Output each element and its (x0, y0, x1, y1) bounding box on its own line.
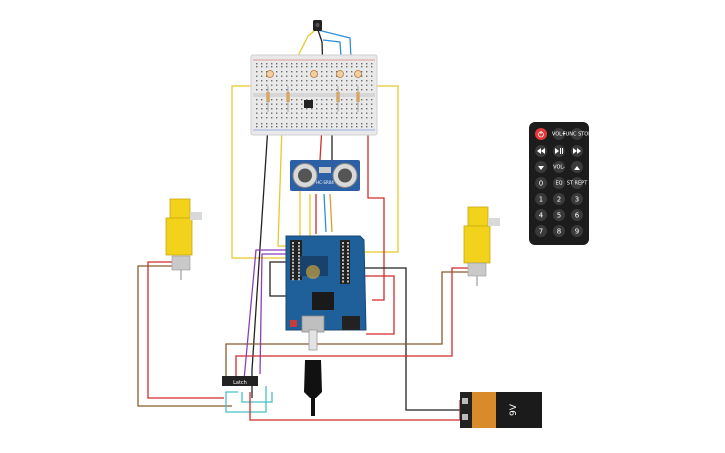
wire-red-bb2[interactable] (367, 126, 385, 301)
battery-label: 9V (509, 403, 519, 416)
resistor (266, 86, 270, 112)
up-icon (574, 166, 580, 170)
digit-3-button-label: 3 (575, 196, 579, 204)
digit-0-button[interactable]: 0 (535, 177, 547, 189)
wire-brown-lmotor[interactable] (137, 265, 232, 407)
digit-2-button-label: 2 (557, 196, 561, 204)
left-motor[interactable] (165, 198, 202, 280)
digit-1-button-label: 1 (539, 196, 543, 204)
digit-6-button-label: 6 (575, 212, 580, 220)
arduino-uno[interactable] (285, 235, 367, 333)
digit-0-button-label: 0 (539, 180, 543, 188)
func-stop-button-label: FUNC STOP (563, 132, 592, 138)
latch-switch[interactable]: Latch (222, 376, 258, 386)
digit-9-button[interactable]: 9 (571, 225, 583, 237)
led (336, 70, 344, 78)
breadboard[interactable] (250, 54, 378, 136)
resistor (336, 86, 340, 112)
usb-cable[interactable] (304, 329, 322, 416)
digit-2-button[interactable]: 2 (553, 193, 565, 205)
vol-up-button-label: VOL+ (552, 132, 566, 138)
breadboard-holes (256, 63, 373, 128)
ir-receiver[interactable] (313, 20, 322, 31)
arduino-pin-header-right (342, 242, 349, 283)
power-button[interactable] (535, 128, 547, 140)
forward-icon (573, 148, 581, 154)
wire-red-batt[interactable] (356, 275, 395, 335)
eq-button[interactable]: EQ (553, 177, 565, 189)
down-button[interactable] (535, 161, 547, 173)
resistor (286, 86, 290, 112)
up-button[interactable] (571, 161, 583, 173)
resistors (266, 70, 362, 112)
digit-5-button[interactable]: 5 (553, 209, 565, 221)
st-rept-button-label: ST REPT (567, 181, 588, 187)
wire-black-bb[interactable] (251, 125, 269, 398)
st-rept-button[interactable]: ST REPT (567, 177, 588, 189)
led (354, 70, 362, 78)
battery-9v[interactable]: 9V (460, 392, 542, 428)
vol-down-button-label: VOL- (553, 165, 565, 171)
wire-purple-1[interactable] (243, 249, 296, 381)
wire-cyan-1[interactable] (225, 386, 267, 413)
digit-6-button[interactable]: 6 (571, 209, 583, 221)
wire-blue-s[interactable] (323, 193, 327, 233)
wire-purple-2[interactable] (259, 253, 296, 375)
led (310, 70, 318, 78)
arduino-pin-header-left (292, 242, 300, 281)
digit-8-button[interactable]: 8 (553, 225, 565, 237)
digit-9-button-label: 9 (575, 228, 579, 236)
switch-label: Latch (233, 380, 247, 386)
vol-up-button[interactable]: VOL+ (552, 128, 566, 140)
digit-4-button[interactable]: 4 (535, 209, 547, 221)
digit-4-button-label: 4 (539, 212, 544, 220)
ic-chip (304, 100, 313, 108)
digit-8-button-label: 8 (557, 228, 561, 236)
led (266, 70, 274, 78)
wire-red-rmotor[interactable] (235, 267, 470, 384)
digit-7-button[interactable]: 7 (535, 225, 547, 237)
rewind-icon (537, 148, 545, 154)
rewind-button[interactable] (535, 145, 547, 157)
digit-7-button-label: 7 (539, 228, 543, 236)
resistor (356, 86, 360, 112)
ultrasonic-sensor[interactable]: HC-SR04 (290, 160, 360, 191)
wire-brown-rmotor[interactable] (225, 271, 470, 384)
vol-down-button[interactable]: VOL- (553, 161, 565, 173)
func-stop-button[interactable]: FUNC STOP (563, 128, 592, 140)
play-pause-icon (555, 148, 563, 154)
wire-black-batt[interactable] (356, 267, 460, 411)
digit-5-button-label: 5 (557, 212, 561, 220)
play-pause-button[interactable] (553, 145, 565, 157)
wire-black-sw[interactable] (269, 261, 296, 297)
wire-yellow-right[interactable] (360, 85, 399, 253)
forward-button[interactable] (571, 145, 583, 157)
wires (137, 27, 470, 421)
wire-cyan-2[interactable] (241, 392, 273, 403)
wire-orange-s[interactable] (329, 193, 333, 233)
eq-button-label: EQ (555, 181, 562, 187)
sensor-label: HC-SR04 (316, 180, 334, 185)
remote-buttons: VOL+FUNC STOP VOL- 0 EQ ST REPT 1 2 3 4 5 6 7 8 9 (535, 128, 591, 237)
wire-red-lmotor[interactable] (147, 261, 224, 399)
right-motor[interactable] (463, 206, 500, 286)
ir-remote[interactable]: VOL+FUNC STOP VOL- 0 EQ ST REPT 1 2 3 4 5 6 7 8 9 (529, 122, 591, 245)
down-icon (538, 166, 544, 170)
wire-red-bottom[interactable] (249, 392, 461, 421)
digit-3-button[interactable]: 3 (571, 193, 583, 205)
digit-1-button[interactable]: 1 (535, 193, 547, 205)
